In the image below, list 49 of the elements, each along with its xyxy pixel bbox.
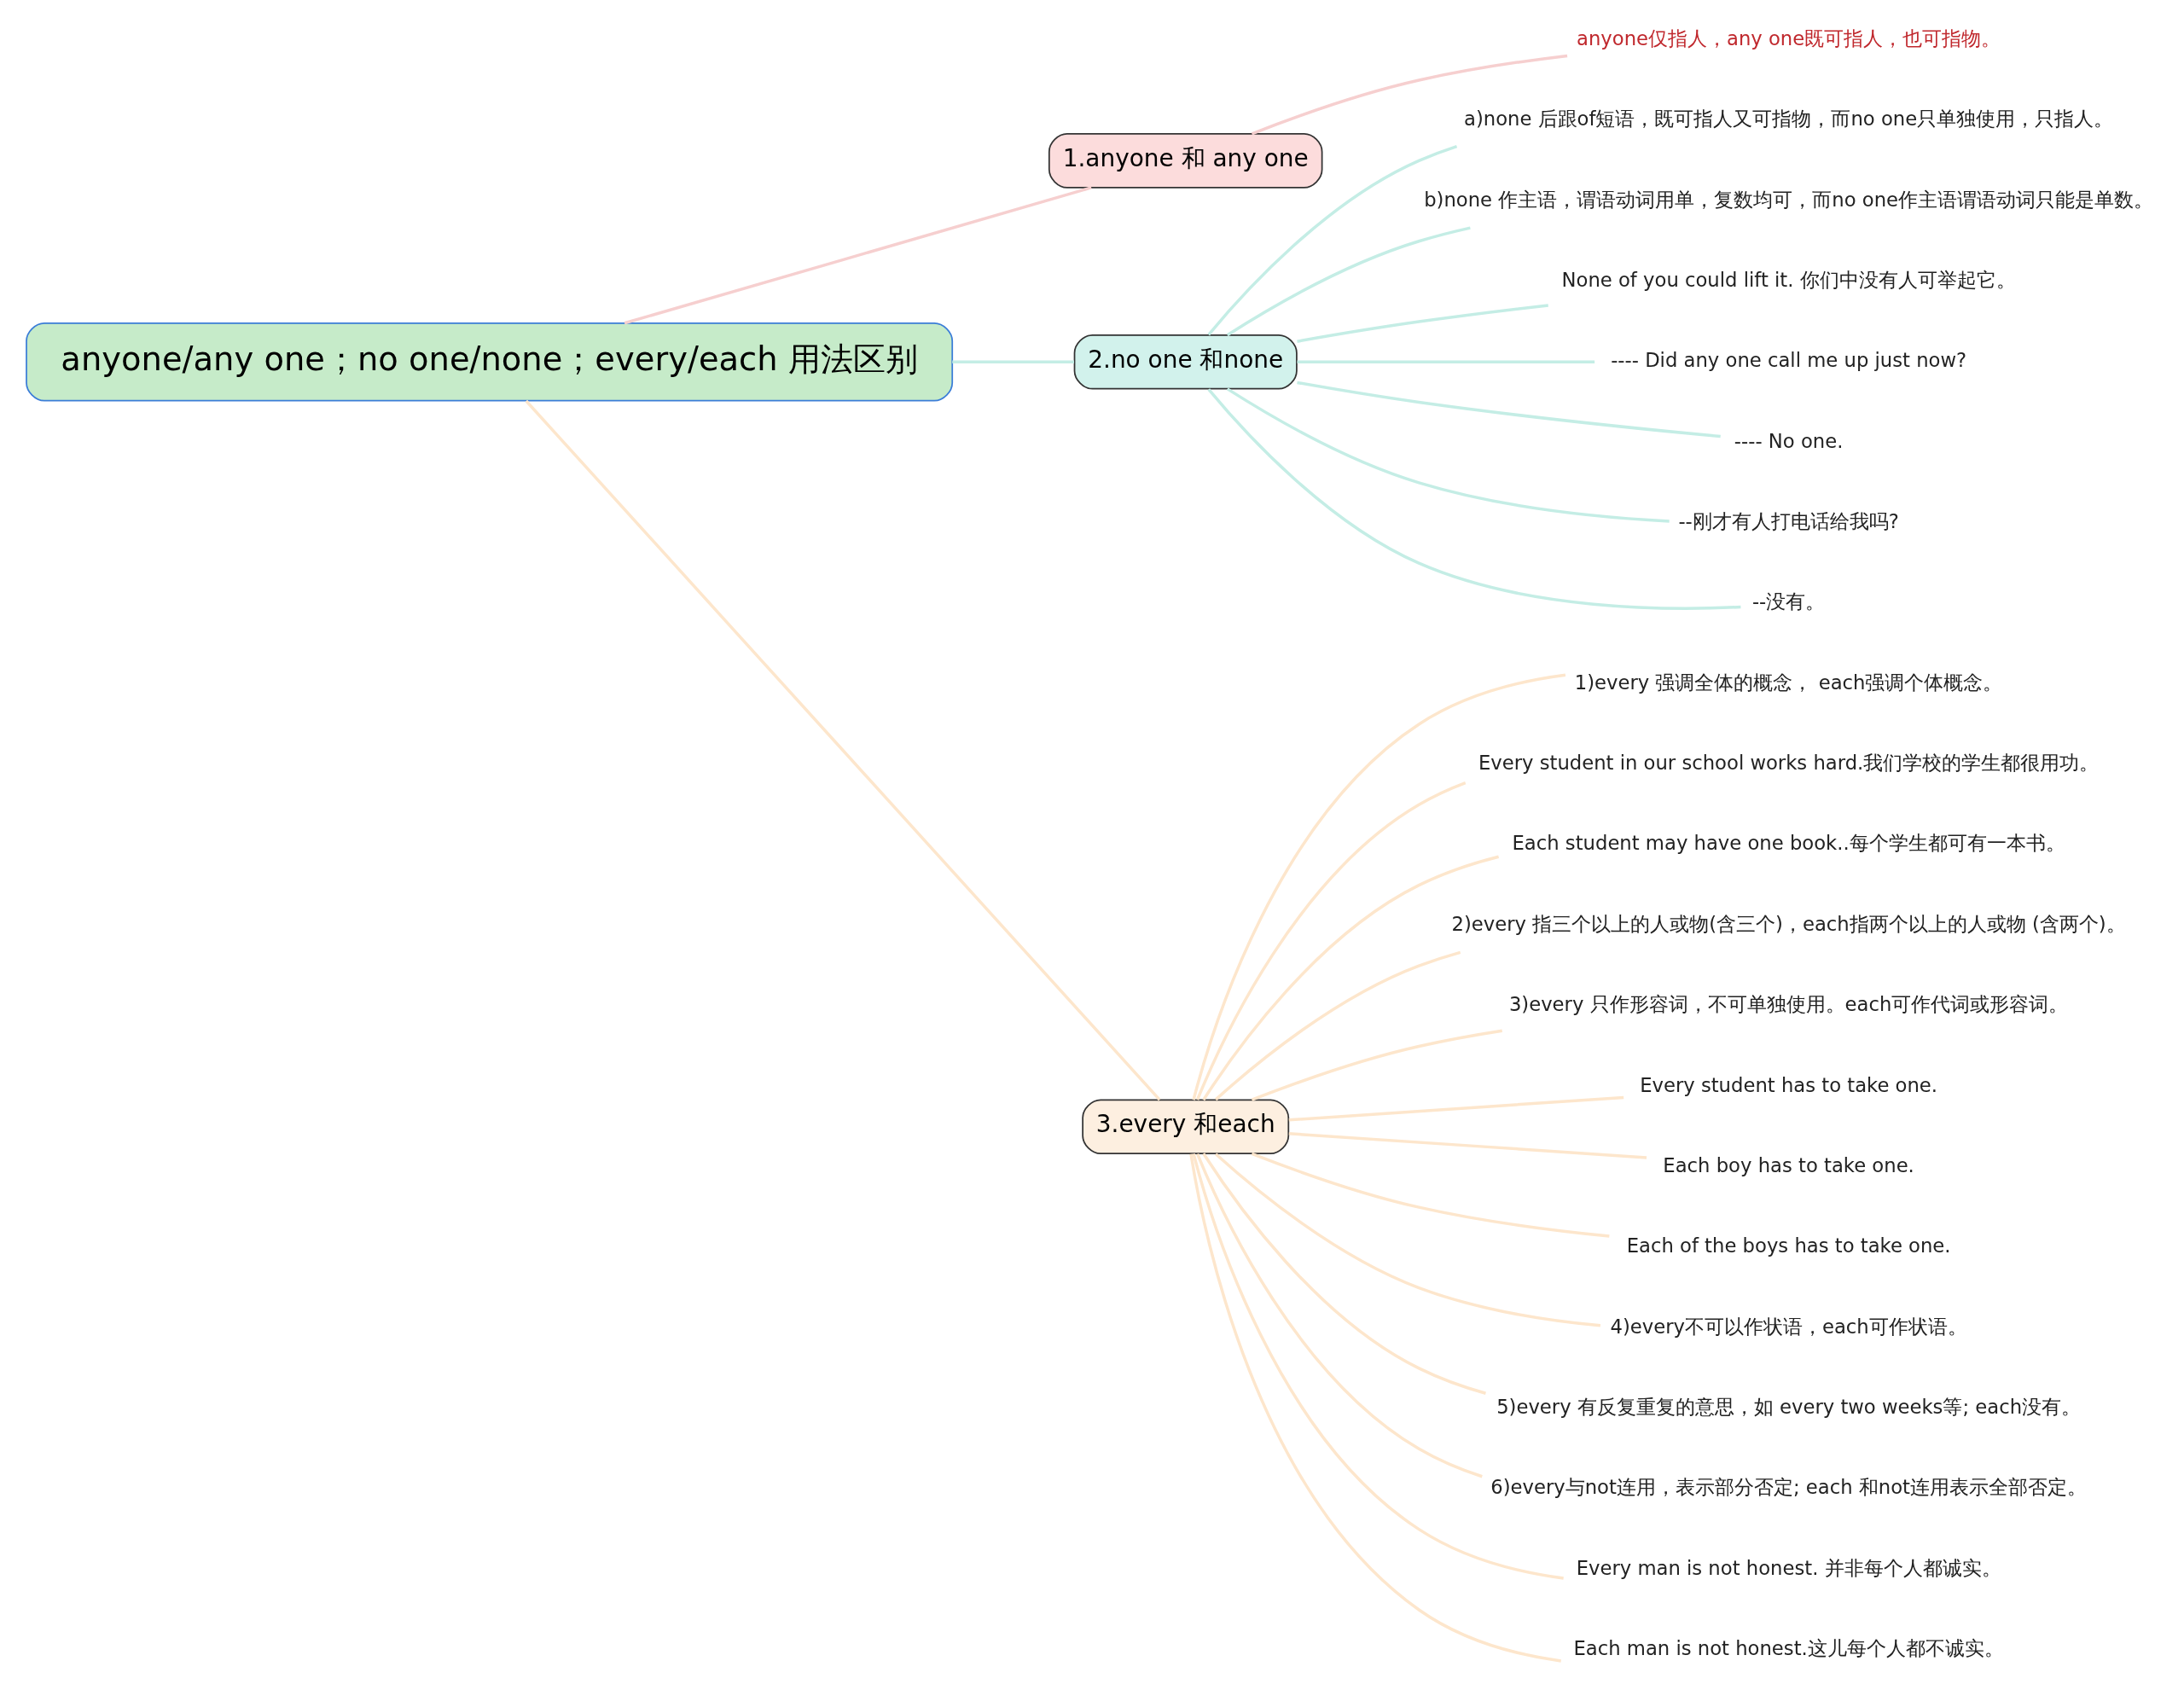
- connector: [1214, 1153, 1600, 1327]
- connector: [1195, 1153, 1483, 1478]
- connector: [1191, 673, 1565, 1101]
- connector: [1251, 1152, 1610, 1238]
- connector: [1226, 226, 1471, 337]
- connector: [1191, 1153, 1564, 1580]
- connector: [1226, 387, 1670, 523]
- connector: [1188, 1153, 1561, 1663]
- connector: [1206, 388, 1740, 610]
- node-text: 2)every 指三个以上的人或物(含三个)，each指两个以上的人或物 (含两个)。: [1451, 912, 2126, 935]
- connector: [1297, 360, 1594, 364]
- node-text: ---- Did any one call me up just now?: [1610, 349, 1966, 372]
- node-box: 2.no one 和none: [1073, 334, 1298, 390]
- node-text: 4)every不可以作状语，each可作状语。: [1610, 1315, 1967, 1338]
- node-text: --没有。: [1751, 590, 1825, 613]
- connector: [1214, 950, 1461, 1101]
- node-text: ---- No one.: [1734, 429, 1843, 452]
- node-box: anyone/any one；no one/none；every/each 用法区别: [25, 322, 953, 402]
- connector: [1206, 144, 1457, 336]
- node-text: a)none 后跟of短语，既可指人又可指物，而no one只单独使用，只指人。: [1463, 107, 2113, 131]
- node-text: 6)every与not连用，表示部分否定; each 和not连用表示全部否定。: [1490, 1476, 2087, 1499]
- node-text: 5)every 有反复重复的意思，如 every two weeks等; each没有。: [1496, 1396, 2081, 1419]
- node-text: Each boy has to take one.: [1662, 1153, 1914, 1176]
- node-text: Every man is not honest. 并非每个人都诚实。: [1576, 1556, 2001, 1579]
- node-box: 3.every 和each: [1081, 1099, 1289, 1155]
- node-text: b)none 作主语，谓语动词用单，复数均可，而no one作主语谓语动词只能是单数。: [1423, 188, 2153, 211]
- node-text: 3)every 只作形容词，不可单独使用。each可作代词或形容词。: [1508, 993, 2068, 1016]
- connector: [1251, 1029, 1502, 1101]
- connector: [1296, 380, 1721, 438]
- connector: [524, 399, 1160, 1101]
- node-text: --刚才有人打电话给我吗?: [1677, 509, 1899, 532]
- connector: [1288, 1095, 1623, 1122]
- node-text: 1)every 强调全体的概念， each强调个体概念。: [1574, 671, 2002, 694]
- node-text: None of you could lift it. 你们中没有人可举起它。: [1561, 268, 2016, 291]
- node-text: Every student has to take one.: [1639, 1073, 1937, 1096]
- node-text: Each of the boys has to take one.: [1626, 1234, 1951, 1257]
- connector: [1195, 781, 1466, 1101]
- connector: [1296, 304, 1548, 343]
- connector: [1288, 1132, 1647, 1159]
- connector: [951, 360, 1074, 364]
- node-text: Every student in our school works hard.我们学校的学生都很用功。: [1478, 752, 2099, 775]
- connector: [624, 186, 1092, 325]
- node-text: Each man is not honest.这儿每个人都不诚实。: [1572, 1637, 2004, 1660]
- connector: [1201, 1153, 1486, 1395]
- node-box: 1.anyone 和 any one: [1048, 133, 1322, 189]
- connector: [1201, 855, 1499, 1101]
- node-text: anyone仅指人，any one既可指人，也可指物。: [1576, 26, 2001, 49]
- node-text: Each student may have one book..每个学生都可有一本书。: [1512, 832, 2065, 855]
- connector: [1251, 54, 1567, 136]
